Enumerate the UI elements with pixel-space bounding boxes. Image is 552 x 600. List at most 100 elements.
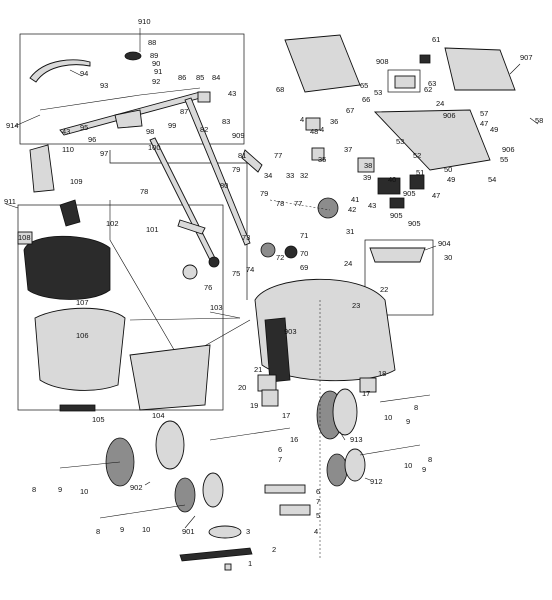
callout-label-78b: 78 [276, 199, 284, 208]
callout-label-70: 70 [300, 249, 308, 258]
callout-label-91: 91 [154, 67, 162, 76]
clip-108 [17, 231, 33, 245]
callout-label-103: 103 [210, 303, 223, 312]
callout-label-106: 106 [76, 331, 89, 340]
part-5 [279, 504, 311, 516]
callout-label-61: 61 [432, 35, 440, 44]
callout-label-6a: 6 [278, 445, 282, 454]
callout-label-901: 901 [182, 527, 195, 536]
callout-label-9d: 9 [120, 525, 124, 534]
part-35 [311, 147, 325, 161]
callout-label-63: 63 [428, 79, 436, 88]
callout-label-19: 19 [250, 401, 258, 410]
handle-rod [39, 87, 201, 111]
callout-label-9a: 9 [406, 417, 410, 426]
callout-label-7a: 7 [278, 455, 282, 464]
wheel-902-b [155, 420, 185, 470]
handle-right-tube [184, 97, 251, 246]
callout-label-77b: 77 [294, 199, 302, 208]
knob-75 [208, 256, 220, 268]
callout-label-95: 95 [80, 123, 88, 132]
callout-label-40: 40 [388, 175, 396, 184]
callout-label-20: 20 [238, 383, 246, 392]
callout-label-21: 21 [254, 365, 262, 374]
leader-103 [209, 311, 241, 319]
callout-label-81: 81 [238, 151, 246, 160]
axle-913 [379, 394, 431, 403]
callout-label-104: 104 [152, 411, 165, 420]
callout-label-32: 32 [300, 171, 308, 180]
callout-label-62: 62 [424, 85, 432, 94]
callout-label-39: 39 [363, 173, 371, 182]
callout-label-67: 67 [346, 106, 354, 115]
callout-label-87: 87 [180, 107, 188, 116]
callout-label-1: 1 [248, 559, 252, 568]
callout-label-905b: 905 [390, 211, 403, 220]
callout-label-8b: 8 [428, 455, 432, 464]
flap-104 [129, 344, 211, 411]
callout-label-38: 38 [364, 161, 372, 170]
callout-label-48: 48 [310, 127, 318, 136]
wheel-912-a [326, 453, 348, 487]
callout-label-8a: 8 [414, 403, 418, 412]
leader-902 [144, 481, 151, 486]
callout-label-43c: 43 [368, 201, 376, 210]
leader-911 [5, 203, 19, 209]
callout-label-55: 55 [500, 155, 508, 164]
rod-103 [129, 317, 241, 321]
callout-label-910: 910 [138, 17, 151, 26]
callout-label-905c: 905 [408, 219, 421, 228]
callout-label-82: 82 [200, 125, 208, 134]
knob-73 [260, 242, 276, 258]
grass-box-top-107 [23, 235, 111, 300]
callout-label-24a: 24 [436, 99, 444, 108]
callout-label-101: 101 [146, 225, 159, 234]
callout-label-10a: 10 [384, 413, 392, 422]
callout-label-6b: 6 [316, 487, 320, 496]
callout-label-42: 42 [348, 205, 356, 214]
deck-housing [254, 278, 396, 382]
axle-902 [59, 461, 121, 469]
callout-label-77a: 77 [274, 151, 282, 160]
knob-71 [284, 245, 298, 259]
leader-913 [339, 431, 346, 441]
leader-94 [69, 69, 83, 77]
callout-label-54: 54 [488, 175, 496, 184]
switch-908 [394, 75, 416, 89]
callout-label-34: 34 [264, 171, 272, 180]
frame-908 [387, 69, 421, 93]
axle-16 [209, 427, 291, 441]
callout-label-79a: 79 [232, 165, 240, 174]
callout-label-23: 23 [352, 301, 360, 310]
part-40 [377, 177, 401, 195]
wheel-912-b [344, 448, 366, 482]
callout-label-72: 72 [276, 253, 284, 262]
knob-76 [182, 264, 198, 280]
callout-label-73: 73 [242, 233, 250, 242]
callout-label-92: 92 [152, 77, 160, 86]
cover-907 [444, 47, 516, 91]
callout-label-31: 31 [346, 227, 354, 236]
callout-label-43a: 43 [62, 127, 70, 136]
clip-81 [241, 149, 263, 173]
callout-label-94: 94 [80, 69, 88, 78]
handle-plate-54 [373, 109, 491, 171]
bracket-18 [359, 377, 377, 393]
bolt-1 [224, 563, 232, 571]
callout-label-51: 51 [416, 168, 424, 177]
callout-label-9b: 9 [422, 465, 426, 474]
wheel-901-b [202, 472, 224, 508]
callout-label-69: 69 [300, 263, 308, 272]
switch-box [114, 109, 143, 129]
callout-label-906b: 906 [502, 145, 515, 154]
callout-label-18: 18 [378, 369, 386, 378]
motor-31 [317, 197, 339, 219]
blade-2 [179, 547, 253, 562]
leader-912 [364, 477, 371, 481]
callout-label-102: 102 [106, 219, 119, 228]
callout-label-93: 93 [100, 81, 108, 90]
part-905 [389, 197, 405, 209]
callout-label-80: 80 [220, 181, 228, 190]
